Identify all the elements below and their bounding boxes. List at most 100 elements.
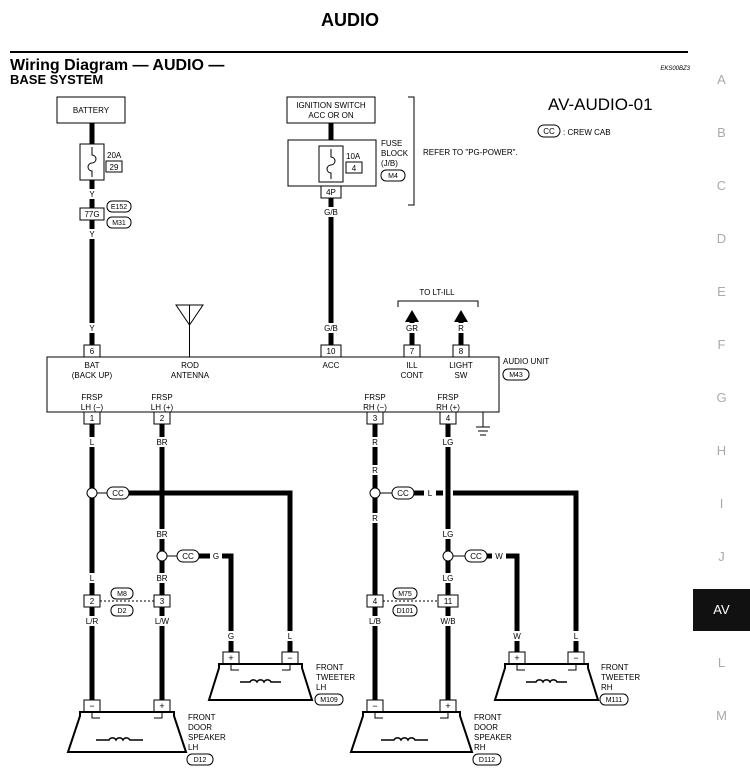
dr-rh-body-icon: [349, 711, 474, 753]
pin-10-box: [320, 344, 342, 358]
tw-lh-label3: LH: [316, 683, 326, 692]
cc-legend-text: : CREW CAB: [563, 128, 611, 137]
battery-fuse-amp: 20A: [107, 151, 122, 160]
dr-lh-label3: SPEAKER: [188, 733, 226, 742]
dr-lh-coil-icon: [96, 737, 143, 742]
tab-g[interactable]: G: [716, 390, 727, 405]
wire-rh-minus-6: L: [574, 632, 579, 641]
wire-lh-plus-6: G: [228, 632, 234, 641]
wire-y-1-label: Y: [89, 190, 95, 199]
dr-lh-conn: D12: [194, 757, 207, 764]
dr-rh-conn: D112: [479, 757, 495, 764]
ignition-line2: ACC OR ON: [308, 111, 354, 120]
wire-lh-plus-5-bg: [210, 551, 222, 561]
tab-m[interactable]: M: [716, 708, 727, 723]
dr-lh-conn-oval: [186, 753, 214, 766]
wire-lh-tw-plus: [199, 553, 234, 652]
wire-lh-plus-1: BR: [156, 438, 167, 447]
wire-lh-minus-2-bg: [86, 573, 98, 583]
fuse-block-line3: (J/B): [381, 159, 398, 168]
tab-c[interactable]: C: [716, 178, 727, 193]
tw-lh-label2: TWEETER: [316, 673, 355, 682]
wire-rh-minus-1: R: [372, 438, 378, 447]
pin-7-label1: ILL: [406, 361, 418, 370]
wire-lh-plus-6-bg: [225, 631, 237, 641]
wire-rh-minus-4-bg: [366, 616, 384, 626]
wire-lh-plus-4: L/W: [155, 617, 170, 626]
cc-lh-plus: CC: [182, 552, 194, 561]
splice-lh-minus: [86, 487, 98, 499]
wire-rh-plus-1-bg: [440, 437, 456, 447]
wire-lh-minus-1-bg: [86, 437, 98, 447]
diagram-id: AV-AUDIO-01: [548, 95, 653, 114]
light-arrow-icon: [454, 310, 468, 322]
tab-l[interactable]: L: [717, 655, 726, 670]
wire-lh-minus-4-bg: [284, 631, 296, 641]
to-lt-ill-bracket: [397, 300, 479, 307]
out-4: 4: [446, 414, 451, 423]
tw-rh-conn: M111: [606, 697, 623, 704]
pin-10-label1: ACC: [323, 361, 340, 370]
fuse-block-refer: REFER TO "PG-POWER".: [423, 148, 518, 157]
out-4-label1: FRSP: [437, 393, 458, 402]
wire-y-2-label: Y: [89, 230, 95, 239]
wire-lh-tw-minus: [129, 490, 293, 652]
dr-rh-label4: RH: [474, 743, 486, 752]
ignition-fuse-amp: 10A: [346, 152, 361, 161]
battery-fuse-no-box: [105, 160, 123, 173]
tab-i[interactable]: I: [719, 496, 724, 511]
dr-lh-label1: FRONT: [188, 713, 216, 722]
wire-lh-plus-1-bg: [154, 437, 170, 447]
tw-lh-body-icon: [207, 663, 314, 701]
wire-r-label-bg: [455, 323, 467, 333]
tab-f[interactable]: F: [717, 337, 726, 352]
out-1: 1: [90, 414, 95, 423]
tw-rh-minus: −: [573, 653, 578, 663]
wire-rh-minus-1-bg: [369, 437, 381, 447]
joint-pin: 77G: [84, 210, 99, 219]
pin-8: 8: [459, 347, 464, 356]
audio-unit-conn-oval: [502, 368, 530, 381]
wire-gb-2-label: G/B: [324, 324, 338, 333]
wire-gb-1-label: G/B: [324, 208, 338, 217]
wire-rh-plus-5: W: [495, 552, 503, 561]
battery-fuse-no: 29: [110, 163, 119, 172]
wire-rh-minus-2-bg: [369, 465, 381, 475]
pin-8-label1: LIGHT: [449, 361, 473, 370]
tab-av[interactable]: AV: [693, 589, 750, 631]
tw-rh-body-icon: [493, 663, 600, 701]
conn-rh-b: 11: [444, 597, 453, 606]
wire-gr-label: GR: [406, 324, 418, 333]
fuse-block-conn-oval: [380, 169, 406, 182]
wire-rh-minus-5-bg: [424, 488, 436, 498]
tab-e[interactable]: E: [717, 284, 726, 299]
tab-h[interactable]: H: [716, 443, 727, 458]
fuse-block-bracket: [408, 96, 415, 206]
conn-rh-c2-oval: [392, 604, 418, 617]
pin-6: 6: [90, 347, 95, 356]
tw-lh-label1: FRONT: [316, 663, 344, 672]
wire-y-3-label-bg: [86, 323, 98, 333]
battery-fuse-icon: [87, 147, 97, 177]
dr-lh-leads: [91, 712, 163, 719]
wire-lh-minus-3-bg: [83, 616, 101, 626]
ignition-fuse-icon: [326, 149, 336, 179]
wire-rh-minus-6-bg: [570, 631, 582, 641]
pin-7-label2: CONT: [401, 371, 424, 380]
dr-rh-label3: SPEAKER: [474, 733, 512, 742]
cc-lh-minus: CC: [112, 489, 124, 498]
wire-rh-plus-3-bg: [440, 573, 456, 583]
section-title: AUDIO: [321, 10, 379, 30]
conn-lh-c2: D2: [118, 608, 127, 615]
tab-a[interactable]: A: [717, 72, 726, 87]
tab-j[interactable]: J: [718, 549, 725, 564]
conn-rh-c1: M75: [398, 591, 412, 598]
conn-lh-c1: M8: [117, 591, 127, 598]
pin-6-box: [83, 344, 101, 358]
wire-lh-plus-2: BR: [156, 530, 167, 539]
dr-rh-minus: −: [372, 701, 377, 711]
tab-b[interactable]: B: [717, 125, 726, 140]
tab-d[interactable]: D: [716, 231, 727, 246]
cc-rh-minus: CC: [397, 489, 409, 498]
wire-rh-minus-3: R: [372, 514, 378, 523]
